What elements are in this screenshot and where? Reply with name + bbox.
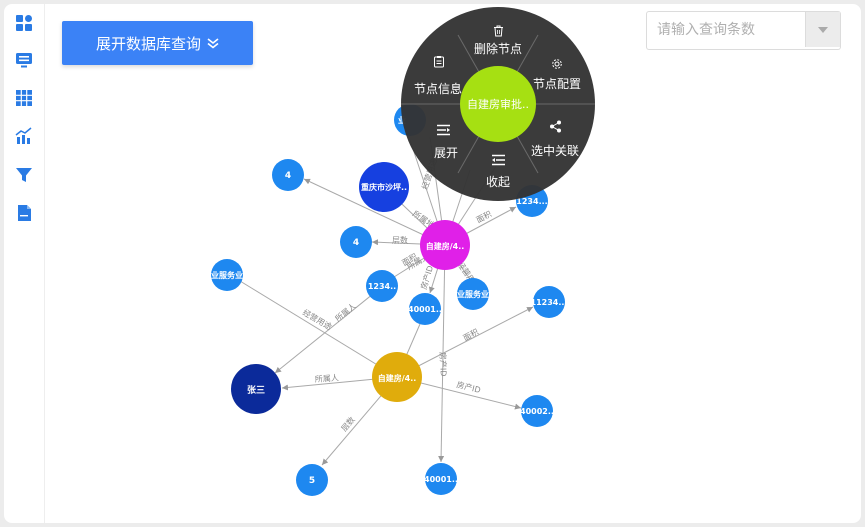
graph-node[interactable]: 4 (272, 159, 304, 191)
graph-node[interactable]: 40001.. (408, 293, 442, 325)
menu-item-collapse[interactable]: 收起 (486, 154, 510, 190)
query-count-select[interactable] (646, 11, 841, 50)
menu-center-node[interactable]: 自建房审批.. (460, 66, 536, 142)
app-window: 展开数据库查询 (4, 4, 861, 523)
edge-label: 房产ID (438, 352, 449, 377)
svg-text:收起: 收起 (486, 175, 510, 189)
sidebar (4, 4, 45, 523)
svg-text:1234...: 1234... (516, 197, 547, 206)
expand-button-label: 展开数据库查询 (95, 34, 201, 53)
menu-item-select-related[interactable]: 选中关联 (531, 120, 579, 159)
graph-canvas[interactable]: 所属地 层数 面积 面积 房产ID 经营用途 所属人 经营用途 所属人 所属人 … (4, 4, 861, 523)
svg-text:重庆市沙坪..: 重庆市沙坪.. (361, 182, 407, 192)
dashboard-icon[interactable] (15, 14, 33, 32)
filter-icon[interactable] (15, 166, 33, 184)
expand-icon (437, 124, 450, 136)
trash-icon (494, 25, 503, 37)
svg-text:选中关联: 选中关联 (531, 143, 579, 158)
svg-text:展开: 展开 (434, 146, 458, 160)
menu-item-node-config[interactable]: 节点配置 (533, 59, 581, 91)
svg-text:11234...: 11234... (531, 298, 568, 307)
svg-text:业: 业 (398, 115, 406, 125)
expand-database-query-button[interactable]: 展开数据库查询 (62, 21, 253, 65)
svg-text:4: 4 (353, 238, 359, 248)
svg-text:张三: 张三 (247, 384, 265, 396)
edge-label: 面积 (474, 209, 493, 225)
svg-text:40001..: 40001.. (408, 305, 442, 314)
graph-node[interactable]: 40002.. (520, 395, 554, 427)
svg-text:节点配置: 节点配置 (533, 77, 581, 91)
grid-icon[interactable] (15, 89, 33, 107)
menu-item-node-info[interactable]: 节点信息 (414, 56, 462, 96)
graph-node[interactable]: 自建房/4.. (372, 352, 422, 402)
svg-text:40001..: 40001.. (424, 475, 458, 484)
svg-text:节点信息: 节点信息 (414, 81, 462, 96)
menu-item-delete-node[interactable]: 删除节点 (474, 25, 522, 56)
edge-label: 层数 (392, 235, 408, 245)
graph-node[interactable]: 1234.. (366, 270, 398, 302)
svg-text:40002..: 40002.. (520, 407, 554, 416)
edge-label: 所属人 (314, 372, 339, 384)
edge (396, 306, 534, 378)
svg-text:1234..: 1234.. (368, 282, 396, 291)
double-chevron-down-icon (207, 38, 219, 49)
edge-label: 层数 (339, 415, 357, 434)
collapse-icon (492, 154, 505, 166)
edge (239, 280, 398, 378)
svg-text:业服务业: 业服务业 (457, 289, 489, 299)
menu-item-expand[interactable]: 展开 (434, 124, 458, 161)
edge-label: 面积 (461, 326, 480, 342)
graph-node[interactable]: 11234... (531, 286, 568, 318)
share-icon (550, 120, 561, 133)
svg-text:4: 4 (285, 171, 291, 181)
graph-node[interactable]: 5 (296, 464, 328, 496)
graph-node[interactable]: 张三 (231, 364, 281, 414)
graph-node[interactable]: 业服务业 (211, 259, 243, 291)
graph-node[interactable]: 自建房/4.. (420, 220, 470, 270)
svg-text:自建房/4..: 自建房/4.. (426, 241, 465, 251)
document-icon[interactable] (15, 204, 33, 222)
gear-icon (552, 59, 562, 69)
svg-text:5: 5 (309, 476, 315, 486)
query-count-input[interactable] (647, 12, 807, 47)
chart-icon[interactable] (15, 127, 33, 145)
graph-node[interactable]: 40001.. (424, 463, 458, 495)
svg-text:自建房/4..: 自建房/4.. (378, 373, 417, 383)
graph-node[interactable]: 重庆市沙坪.. (359, 162, 409, 212)
svg-text:自建房审批..: 自建房审批.. (467, 97, 529, 111)
graph-node[interactable]: 4 (340, 226, 372, 258)
edge (303, 178, 446, 246)
edge-label: 所属人 (333, 301, 358, 324)
svg-text:业服务业: 业服务业 (211, 270, 243, 280)
monitor-icon[interactable] (15, 51, 33, 69)
edge-label: 房产ID (418, 264, 435, 290)
svg-text:删除节点: 删除节点 (474, 41, 522, 56)
clipboard-icon (434, 56, 444, 68)
caret-down-icon (818, 26, 828, 33)
graph-node[interactable]: 业服务业 (457, 278, 489, 310)
radial-context-menu: 删除节点 节点配置 节点信息 (401, 7, 595, 201)
dropdown-toggle[interactable] (805, 12, 840, 47)
